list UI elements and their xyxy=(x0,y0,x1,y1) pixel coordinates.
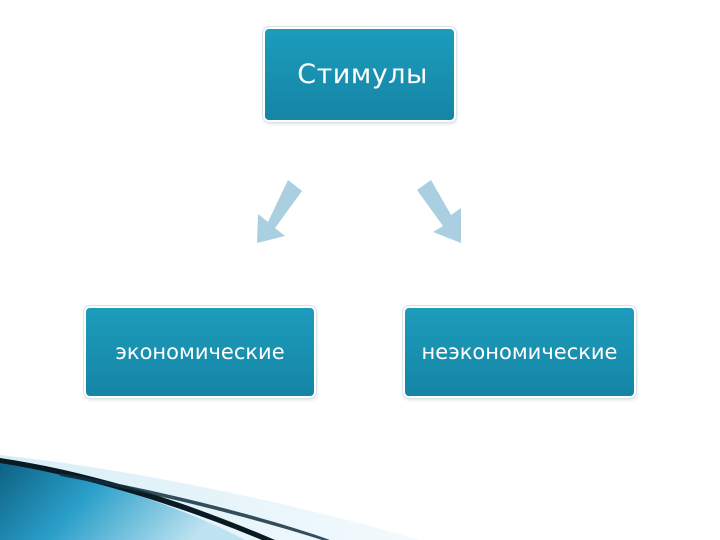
child-node-economic: экономические xyxy=(86,308,314,396)
arrow-to-right-child xyxy=(417,180,461,243)
root-node-label: Стимулы xyxy=(297,59,428,90)
child-node-noneconomic-label: неэкономические xyxy=(421,340,618,364)
child-node-noneconomic: неэкономические xyxy=(405,308,634,396)
arrow-to-left-child xyxy=(257,180,302,243)
child-node-economic-label: экономические xyxy=(115,340,285,364)
root-node: Стимулы xyxy=(265,29,454,120)
